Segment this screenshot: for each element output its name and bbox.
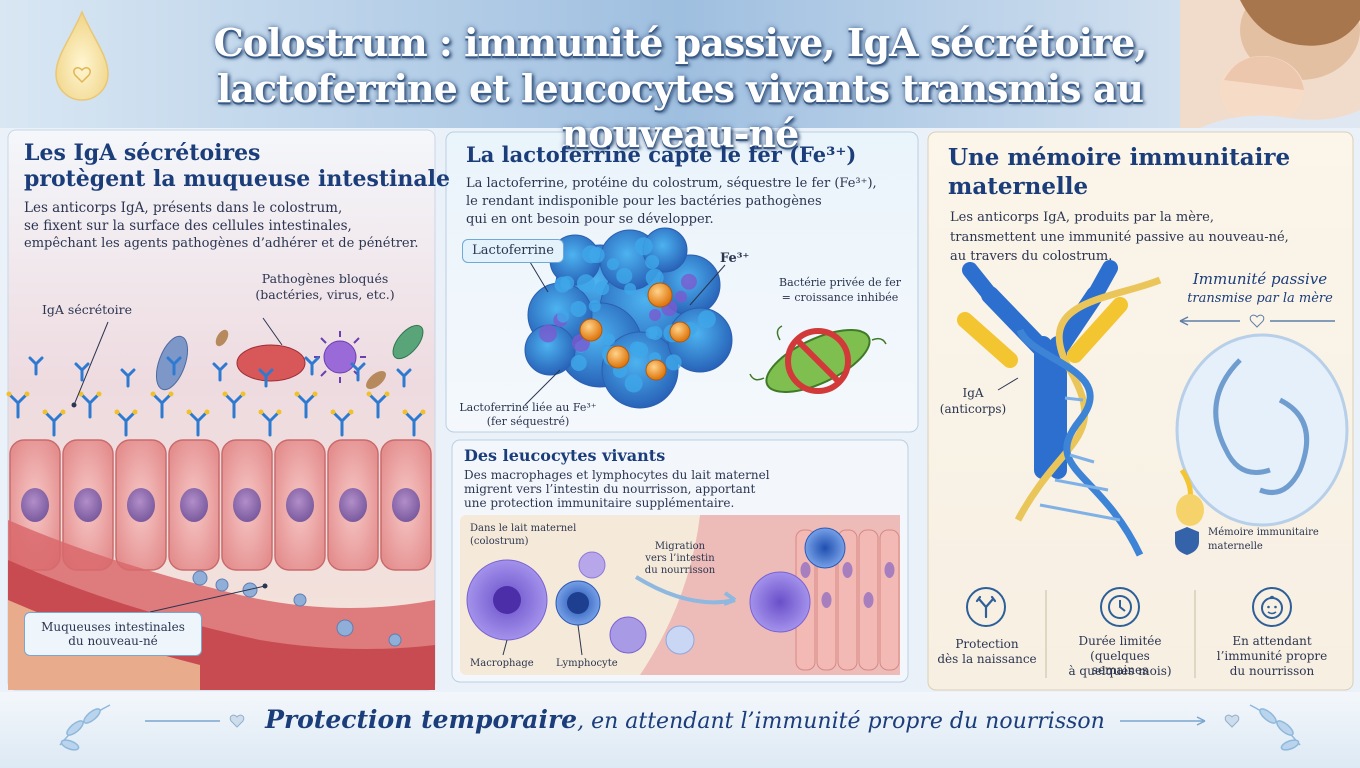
label-migration-1: Migration bbox=[654, 541, 706, 552]
feature-2-line3: à quelques mois) bbox=[1068, 664, 1172, 678]
label-iga-secretory: IgA sécrétoire bbox=[41, 302, 133, 317]
label-migration-3: du nourrisson bbox=[644, 565, 716, 576]
feature-3-line1: En attendant bbox=[1232, 634, 1312, 648]
panel-lactoferrin-text-2: le rendant indisponible pour les bactéri… bbox=[466, 194, 822, 209]
label-iga-antibody-2: (anticorps) bbox=[939, 402, 1007, 416]
panel-iga-text-1: Les anticorps IgA, présents dans le colo… bbox=[24, 200, 343, 216]
feature-3-line3: du nourrisson bbox=[1229, 664, 1315, 678]
label-pathogens-2: (bactéries, virus, etc.) bbox=[255, 287, 395, 302]
panel-lactoferrin-text-1: La lactoferrine, protéine du colostrum, … bbox=[466, 176, 877, 191]
clock-icon bbox=[1100, 587, 1140, 627]
label-iga-antibody-1: IgA bbox=[962, 386, 984, 400]
page-title-line1: Colostrum : immunité passive, IgA sécrét… bbox=[213, 20, 1147, 65]
panel-leukocytes-text-1: Des macrophages et lymphocytes du lait m… bbox=[464, 468, 770, 482]
panel-leukocytes-text-3: une protection immunitaire supplémentair… bbox=[464, 496, 735, 510]
panel-memory-title-2: maternelle bbox=[948, 173, 1089, 200]
panel-iga-title-1: Les IgA sécrétoires bbox=[24, 140, 261, 166]
label-fe: Fe³⁺ bbox=[720, 251, 750, 266]
label-memory-1: Mémoire immunitaire bbox=[1208, 527, 1319, 538]
feature-2-line1: Durée limitée bbox=[1078, 634, 1162, 648]
label-macrophage: Macrophage bbox=[470, 658, 534, 669]
panel-memory-title-1: Une mémoire immunitaire bbox=[948, 144, 1291, 171]
panel-memory-text-2: transmettent une immunité passive au nou… bbox=[950, 230, 1289, 245]
label-bound-1: Lactoferrine liée au Fe³⁺ bbox=[459, 401, 597, 414]
footer-tagline: Protection temporaire, en attendant l’im… bbox=[250, 703, 1120, 739]
panel-lactoferrin-title: La lactoferrine capte le fer (Fe³⁺) bbox=[466, 142, 857, 167]
label-passive-2: transmise par la mère bbox=[1187, 291, 1333, 306]
panel-leukocytes-text-2: migrent vers l’intestin du nourrisson, a… bbox=[464, 482, 756, 496]
label-migration-2: vers l’intestin bbox=[645, 553, 715, 564]
feature-2-line2: (quelques semaines bbox=[1090, 649, 1150, 677]
label-lymphocyte: Lymphocyte bbox=[556, 658, 618, 669]
label-pathogens-1: Pathogènes bloqués bbox=[261, 271, 389, 286]
feature-1-line1: Protection bbox=[955, 637, 1019, 651]
label-bacteria-1: Bactérie privée de fer bbox=[779, 276, 901, 289]
antibody-icon bbox=[966, 587, 1006, 627]
feature-1-line2: dès la naissance bbox=[937, 652, 1037, 666]
label-bacteria-2: = croissance inhibée bbox=[781, 291, 899, 304]
label-mucosa-box: Muqueuses intestinales du nouveau-né bbox=[24, 612, 202, 656]
feature-3-line2: l’immunité propre bbox=[1216, 649, 1328, 663]
label-mucosa-2: du nouveau-né bbox=[68, 634, 158, 648]
label-milk-1: Dans le lait maternel bbox=[470, 523, 577, 534]
panel-lactoferrin-text-3: qui en ont besoin pour se développer. bbox=[466, 212, 714, 227]
label-lactoferrin: Lactoferrine bbox=[472, 243, 554, 258]
label-lactoferrin-box: Lactoferrine bbox=[462, 239, 564, 263]
label-mucosa-1: Muqueuses intestinales bbox=[41, 620, 185, 634]
panel-leukocytes-title: Des leucocytes vivants bbox=[464, 446, 666, 465]
panel-memory-text-3: au travers du colostrum. bbox=[950, 249, 1113, 264]
baby-face-icon bbox=[1252, 587, 1292, 627]
label-passive-1: Immunité passive bbox=[1192, 270, 1328, 288]
label-milk-2: (colostrum) bbox=[470, 536, 529, 547]
label-memory-2: maternelle bbox=[1208, 541, 1263, 552]
panel-memory-text-1: Les anticorps IgA, produits par la mère, bbox=[950, 210, 1214, 225]
panel-iga-text-2: se fixent sur la surface des cellules in… bbox=[24, 218, 352, 234]
panel-iga-title-2: protègent la muqueuse intestinale bbox=[24, 166, 450, 192]
page-title-line2: lactoferrine et leucocytes vivants trans… bbox=[216, 66, 1144, 156]
label-bound-2: (fer séquestré) bbox=[486, 415, 570, 428]
panel-iga-text-3: empêchant les agents pathogènes d’adhére… bbox=[24, 236, 419, 251]
footer-text-bold: Protection temporaire bbox=[265, 705, 578, 734]
footer-text-rest: , en attendant l’immunité propre du nour… bbox=[577, 709, 1105, 734]
